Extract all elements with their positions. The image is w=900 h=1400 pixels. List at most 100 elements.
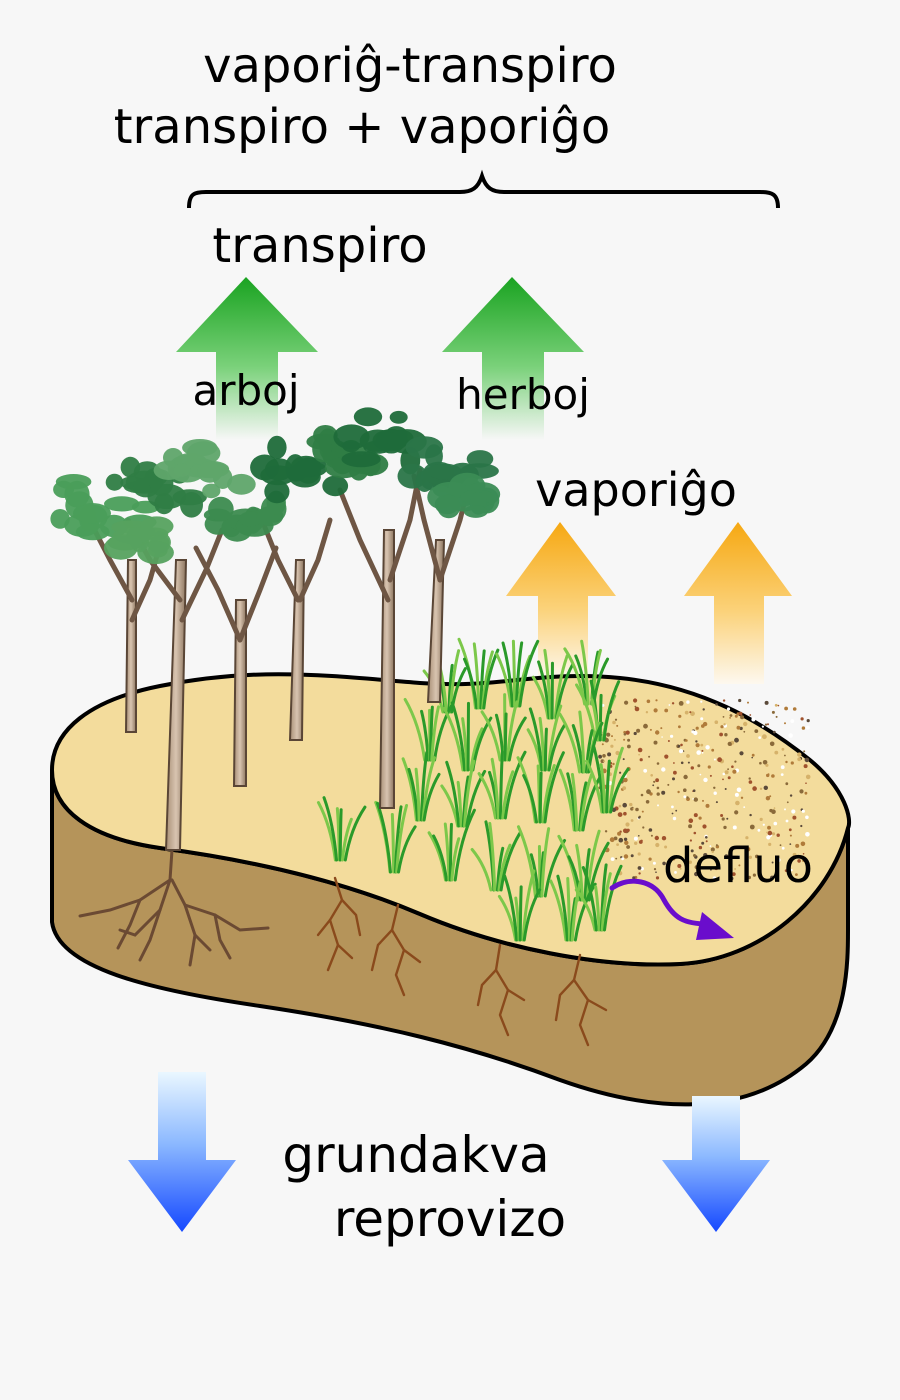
sand-grain	[767, 825, 771, 830]
sand-grain	[656, 786, 660, 790]
grass-tuft	[427, 808, 476, 882]
sand-grain	[623, 811, 627, 816]
sand-grain	[759, 761, 762, 765]
sand-grain	[697, 764, 701, 768]
sand-grain	[767, 723, 769, 726]
sand-grain	[661, 736, 663, 738]
sand-grain	[781, 747, 785, 751]
sand-grain	[751, 717, 756, 722]
recharge-arrow-right-icon	[662, 1096, 770, 1232]
sand-grain	[726, 817, 729, 820]
sand-grain	[759, 787, 763, 790]
sand-grain	[646, 699, 651, 704]
sand-grain	[693, 797, 698, 802]
sand-grain	[734, 714, 738, 718]
sand-grain	[632, 807, 635, 810]
sand-grain	[797, 859, 801, 863]
sand-grain	[702, 799, 704, 802]
sand-grain	[670, 734, 674, 738]
sand-grain	[780, 765, 785, 770]
sand-grain	[619, 771, 622, 774]
sand-grain	[770, 875, 775, 880]
evaporation-arrow-right-icon	[684, 522, 792, 684]
sand-grain	[694, 871, 699, 877]
sand-grain	[625, 822, 630, 827]
grass-tuft	[574, 863, 623, 932]
sand-grain	[791, 809, 796, 814]
sand-grain	[792, 707, 797, 711]
sand-grain	[655, 871, 657, 873]
sand-grain	[633, 698, 638, 703]
sand-grain	[645, 800, 650, 804]
grass-tuft	[440, 759, 487, 828]
sand-grain	[683, 788, 687, 792]
sand-grain	[761, 725, 765, 728]
sand-grain	[710, 847, 715, 852]
curly-brace-icon	[187, 169, 780, 209]
sand-grain	[692, 798, 694, 800]
sand-grain	[722, 778, 724, 781]
tree-canopy	[333, 407, 427, 475]
sand-grain	[634, 706, 640, 712]
sand-grain	[674, 871, 677, 874]
sand-grain	[767, 830, 773, 836]
recharge-label-line2: reprovizo	[334, 1190, 566, 1248]
sand-grain	[678, 701, 684, 706]
sand-grain	[771, 861, 774, 864]
sand-grain	[689, 839, 693, 842]
sand-grain	[749, 824, 755, 830]
sand-grain	[666, 863, 669, 866]
sand-grain	[671, 812, 674, 815]
sand-grain	[739, 751, 744, 756]
sand-grain	[743, 806, 746, 808]
sand-grain	[724, 733, 728, 737]
sand-grain	[650, 774, 653, 777]
sand-grain	[688, 818, 694, 823]
sand-grain	[734, 760, 737, 763]
sand-grain	[748, 855, 752, 859]
grass-tuft	[470, 820, 522, 892]
sand-grain	[642, 826, 645, 829]
sand-grain	[615, 857, 618, 860]
tree-canopy	[103, 516, 174, 565]
title-line2: transpiro + vaporiĝo	[114, 99, 611, 155]
grass-tuft	[526, 704, 566, 772]
sand-grain	[696, 750, 701, 755]
sand-grain	[705, 836, 708, 839]
recharge-label-line1: grundakva	[282, 1126, 549, 1184]
sand-grain	[672, 777, 675, 781]
sand-grain	[723, 723, 726, 726]
sand-grain	[700, 717, 704, 721]
sand-grain	[710, 868, 712, 871]
grass-tuft	[497, 869, 542, 942]
trees-group	[50, 407, 501, 851]
sand-grain	[655, 699, 658, 702]
sand-grain	[784, 754, 786, 757]
sand-grain	[615, 750, 620, 756]
sand-grain	[705, 745, 710, 750]
sand-grain	[729, 717, 731, 719]
sand-grain	[606, 732, 611, 737]
sand-grain	[715, 703, 718, 706]
sand-grain	[738, 698, 742, 703]
sand-grain	[762, 823, 765, 826]
sand-grain	[763, 785, 768, 790]
sand-grain	[785, 760, 788, 764]
sand-grain	[805, 815, 809, 820]
sand-grain	[801, 726, 806, 730]
sand-grain	[751, 756, 753, 759]
transpiration-arrow-grasses-icon	[442, 277, 584, 440]
sand-grain	[747, 875, 751, 880]
sand-grain	[731, 872, 736, 876]
sand-grain	[648, 857, 652, 861]
sand-grain	[652, 784, 655, 787]
sand-grain	[633, 731, 637, 736]
sand-grain	[657, 804, 659, 807]
sand-grain	[736, 725, 741, 730]
sand-grain	[729, 876, 734, 881]
sand-grain	[734, 737, 739, 743]
grass-tuft	[516, 751, 565, 824]
grass-tuft	[374, 800, 417, 874]
sand-grain	[634, 841, 638, 845]
sand-grain	[780, 773, 784, 776]
